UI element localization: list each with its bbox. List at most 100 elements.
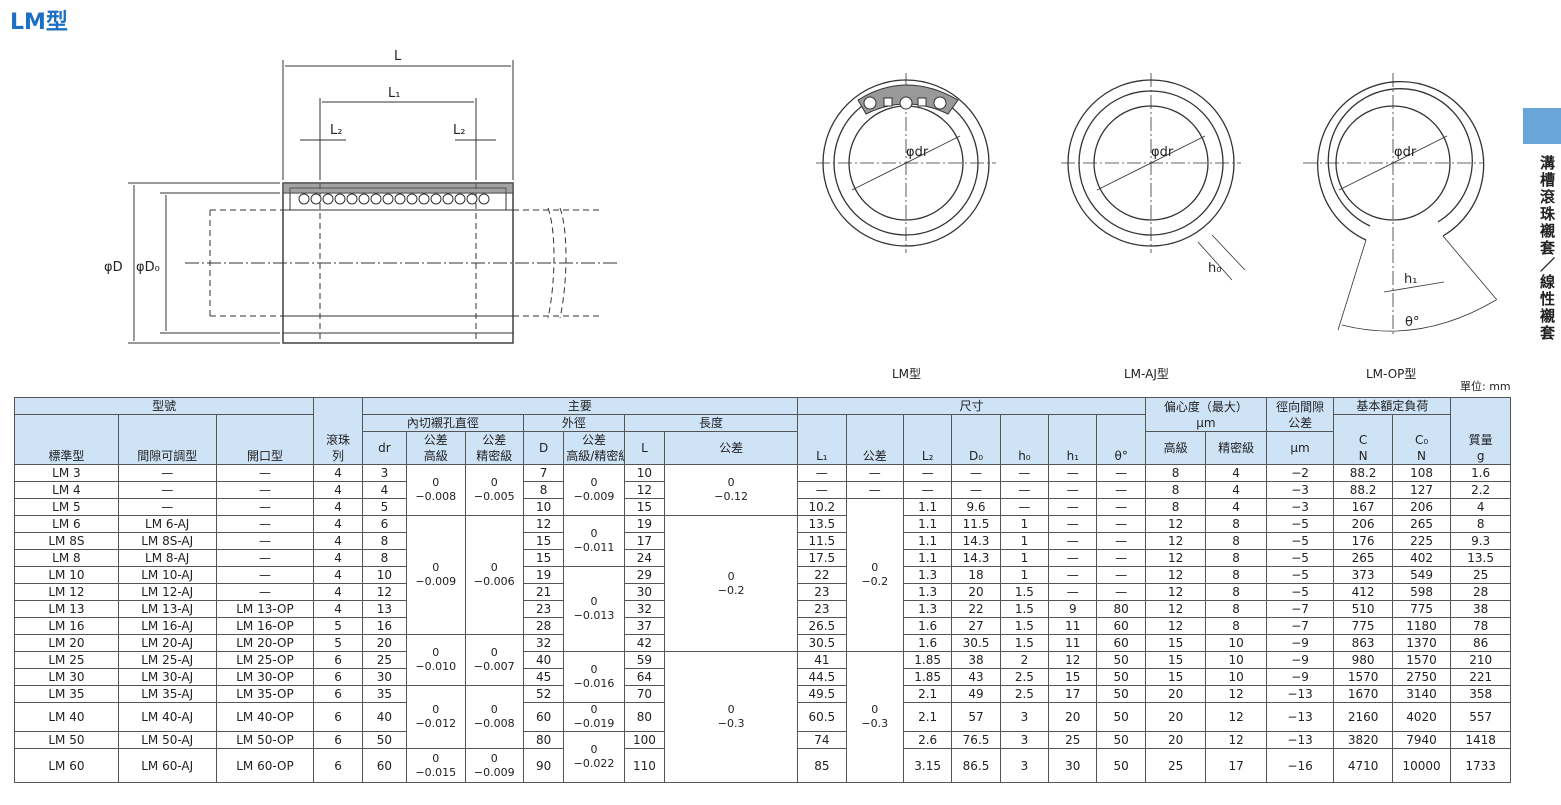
ball-rows: 5	[313, 634, 363, 652]
mass: 1.6	[1450, 464, 1511, 482]
dim-h1: 15	[1048, 668, 1098, 686]
ecc-high: 8	[1144, 481, 1207, 499]
dim-dr: 3	[361, 464, 408, 482]
load-C0: 206	[1391, 498, 1452, 516]
ecc-prec: 12	[1205, 685, 1267, 703]
dim-D0: 30.5	[951, 634, 1001, 652]
dim-theta: 50	[1096, 731, 1146, 749]
dim-D: 32	[522, 634, 565, 652]
dim-D0: 43	[951, 668, 1001, 686]
tol-L: 0−0.3	[664, 651, 799, 783]
ecc-high: 15	[1144, 634, 1207, 652]
dim-L2: 2.1	[902, 702, 953, 732]
tol-id-high: 0−0.010	[406, 634, 466, 686]
dim-D: 19	[522, 566, 565, 584]
load-C0: 3140	[1391, 685, 1452, 703]
model-op: —	[215, 549, 315, 567]
dim-h1: 12	[1048, 651, 1098, 669]
model-std: LM 30	[14, 668, 119, 686]
hdr-id-high: 公差高級	[406, 431, 466, 465]
ball-rows: 4	[313, 549, 363, 567]
ecc-high: 12	[1144, 532, 1207, 550]
load-C: 265	[1333, 549, 1393, 567]
ball-rows: 4	[313, 600, 363, 618]
ecc-high: 15	[1144, 651, 1207, 669]
load-C0: 108	[1391, 464, 1452, 482]
load-C: 206	[1333, 515, 1393, 533]
units-label: 單位: mm	[1460, 380, 1511, 393]
dim-L: L	[394, 49, 402, 64]
tol-L1: 0−0.2	[845, 498, 904, 652]
tol-id-high: 0−0.008	[406, 464, 466, 516]
page-title: LM型	[10, 10, 68, 35]
model-aj: LM 20-AJ	[117, 634, 217, 652]
dim-D: 52	[522, 685, 565, 703]
dim-L1: 60.5	[797, 702, 847, 732]
dim-L: 12	[623, 481, 666, 499]
ecc-prec: 17	[1205, 748, 1267, 783]
mass: 210	[1450, 651, 1511, 669]
load-C0: 549	[1391, 566, 1452, 584]
radial-clearance: −13	[1265, 731, 1335, 749]
mass: 13.5	[1450, 549, 1511, 567]
load-C0: 598	[1391, 583, 1452, 601]
ball-rows: 5	[313, 617, 363, 635]
load-C0: 1570	[1391, 651, 1452, 669]
dim-L1: —	[797, 481, 847, 499]
radial-clearance: −13	[1265, 685, 1335, 703]
model-std: LM 5	[14, 498, 119, 516]
dim-dr: 4	[361, 481, 408, 499]
mass: 25	[1450, 566, 1511, 584]
hdr-dims: 尺寸	[797, 397, 1146, 415]
dim-D: 15	[522, 532, 565, 550]
dim-L2: 1.6	[902, 617, 953, 635]
ecc-prec: 12	[1205, 702, 1267, 732]
radial-clearance: −9	[1265, 651, 1335, 669]
mass: 358	[1450, 685, 1511, 703]
load-C0: 265	[1391, 515, 1452, 533]
model-std: LM 20	[14, 634, 119, 652]
dim-L2: 1.3	[902, 583, 953, 601]
mass: 2.2	[1450, 481, 1511, 499]
dim-h0: 2	[999, 651, 1050, 669]
ecc-high: 12	[1144, 566, 1207, 584]
dim-theta: 50	[1096, 685, 1146, 703]
hdr-L-tol: 公差	[664, 431, 799, 465]
load-C: 2160	[1333, 702, 1393, 732]
ball-rows: 4	[313, 532, 363, 550]
mass: 38	[1450, 600, 1511, 618]
dim-phidr-op: φdr	[1394, 145, 1417, 160]
dim-L2: 1.6	[902, 634, 953, 652]
dim-h0: —	[999, 464, 1050, 482]
dim-h0: 1	[999, 515, 1050, 533]
model-op: —	[215, 532, 315, 550]
model-op: LM 20-OP	[215, 634, 315, 652]
hdr-len: 長度	[623, 414, 799, 432]
model-aj: LM 25-AJ	[117, 651, 217, 669]
load-C: 3820	[1333, 731, 1393, 749]
hdr-D0: D₀	[951, 414, 1001, 465]
dim-L1: —	[797, 464, 847, 482]
dim-h1: —	[1048, 464, 1098, 482]
dim-D: 7	[522, 464, 565, 482]
model-std: LM 8	[14, 549, 119, 567]
load-C0: 1370	[1391, 634, 1452, 652]
dim-L1: 17.5	[797, 549, 847, 567]
ecc-high: 25	[1144, 748, 1207, 783]
dim-dr: 8	[361, 549, 408, 567]
dim-L1: 41	[797, 651, 847, 669]
dim-h1: —	[1048, 515, 1098, 533]
radial-clearance: −7	[1265, 600, 1335, 618]
dim-h0: 1.5	[999, 583, 1050, 601]
tol-od: 0−0.013	[563, 566, 625, 652]
ecc-high: 12	[1144, 600, 1207, 618]
dim-D0: —	[951, 464, 1001, 482]
dim-h0: 1.5	[999, 634, 1050, 652]
mass: 8	[1450, 515, 1511, 533]
dim-D0: 38	[951, 651, 1001, 669]
dim-D0: 14.3	[951, 532, 1001, 550]
dim-theta: θ°	[1405, 315, 1419, 330]
